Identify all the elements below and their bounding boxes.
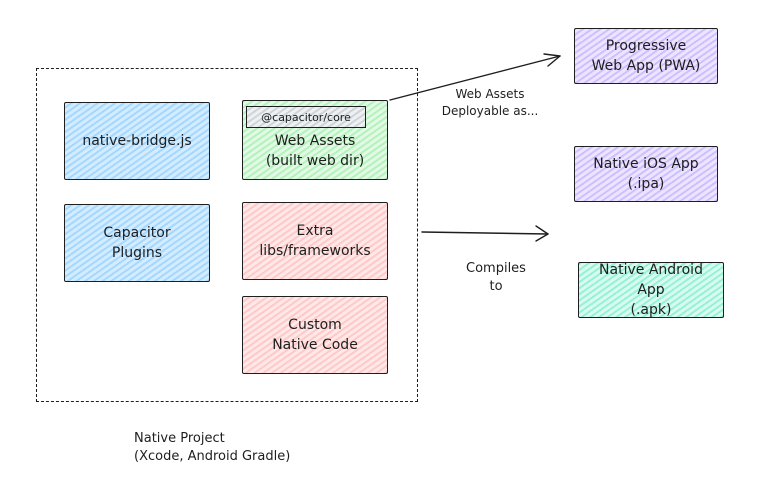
extra-libs-label: Extra libs/frameworks [259,222,371,259]
pwa-target-label: Progressive Web App (PWA) [591,37,701,74]
ios-target-box: Native iOS App (.ipa) [574,146,718,202]
capacitor-plugins-box: Capacitor Plugins [64,204,210,282]
compiles-arrow [421,231,549,235]
deploy-arrow-label: Web Assets Deployable as... [441,87,539,118]
capacitor-core-label: @capacitor/core [261,110,351,124]
native-project-frame [36,68,418,402]
compiles-arrow-label: Compiles to [466,261,526,295]
custom-native-code-label: Custom Native Code [272,316,358,353]
web-assets-label: Web Assets (built web dir) [265,132,365,169]
deploy-arrow-head [543,53,561,67]
native-bridge-label: native-bridge.js [82,132,192,149]
native-bridge-box: native-bridge.js [64,102,210,180]
deploy-arrow [389,55,561,101]
native-project-label: Native Project (Xcode, Android Gradle) [134,431,291,465]
ios-target-label: Native iOS App (.ipa) [593,155,699,192]
pwa-target-box: Progressive Web App (PWA) [574,28,718,84]
extra-libs-box: Extra libs/frameworks [242,202,388,280]
capacitor-plugins-label: Capacitor Plugins [103,224,171,261]
capacitor-core-tag: @capacitor/core [246,106,366,128]
custom-native-code-box: Custom Native Code [242,296,388,374]
compiles-arrow-head [535,225,549,242]
android-target-label: Native Android App (.apk) [599,261,703,319]
android-target-box: Native Android App (.apk) [578,262,724,318]
